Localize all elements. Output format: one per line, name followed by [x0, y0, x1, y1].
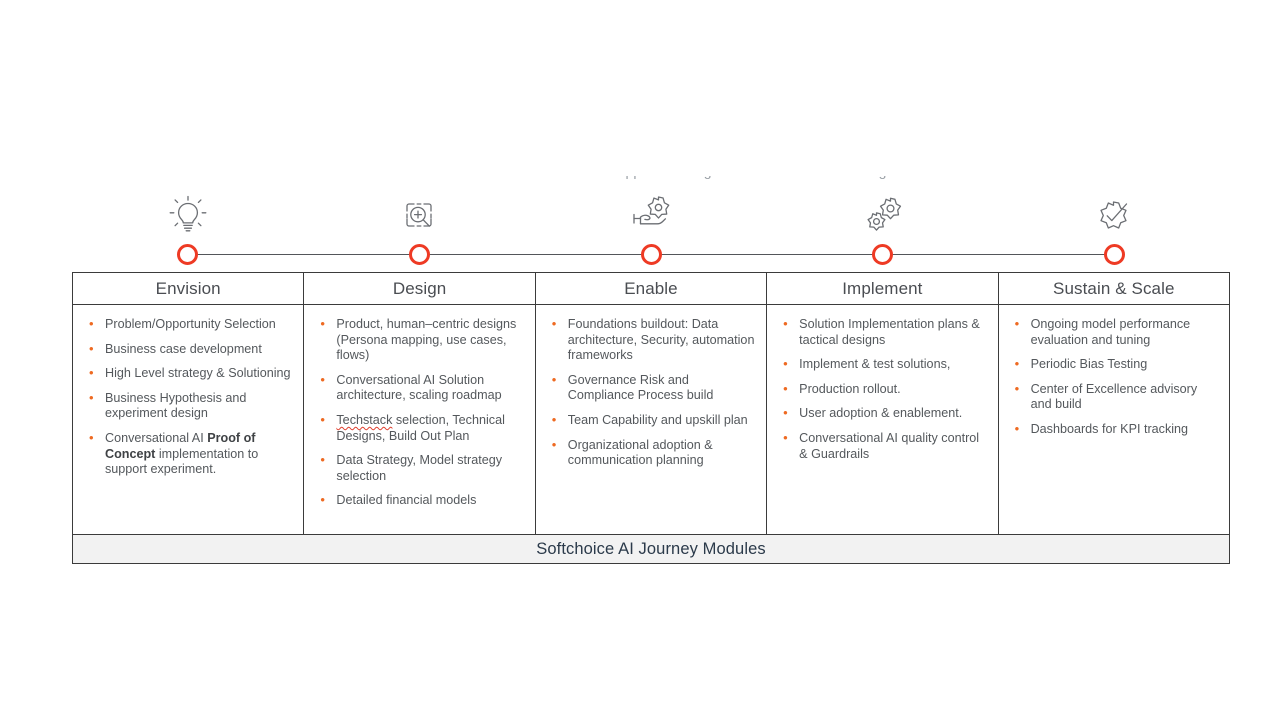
- stage-title: Enable: [624, 278, 678, 298]
- clipped-heading-fragment: clipped heading text: [612, 176, 739, 179]
- list-item: Team Capability and upskill plan: [546, 412, 756, 429]
- list-item: Techstack selection, Technical Designs, …: [314, 412, 524, 444]
- clipped-heading-fragment: fragment: [862, 176, 918, 179]
- table-body-row: Problem/Opportunity SelectionBusiness ca…: [71, 304, 1231, 562]
- stage-content-enable: Foundations buildout: Data architecture,…: [534, 304, 768, 562]
- bullet-list: Foundations buildout: Data architecture,…: [546, 316, 756, 469]
- list-item: Conversational AI Solution architecture,…: [314, 372, 524, 404]
- stage-title: Design: [392, 278, 447, 298]
- list-item: Ongoing model performance evaluation and…: [1009, 316, 1219, 348]
- footer-band: Softchoice AI Journey Modules: [72, 534, 1230, 564]
- list-item: High Level strategy & Solutioning: [83, 365, 293, 382]
- footer-label: Softchoice AI Journey Modules: [536, 539, 766, 558]
- list-item: Center of Excellence advisory and build: [1009, 381, 1219, 413]
- clipped-heading-fragment: Ghost: [402, 176, 440, 179]
- stage-title: Implement: [842, 278, 923, 298]
- list-item: User adoption & enablement.: [777, 405, 987, 422]
- list-item: Conversational AI Proof of Concept imple…: [83, 430, 293, 478]
- clipped-heading-row: Ghost clipped heading text fragment: [72, 176, 1230, 190]
- list-item: Foundations buildout: Data architecture,…: [546, 316, 756, 364]
- list-item: Solution Implementation plans & tactical…: [777, 316, 987, 348]
- double-gears-icon: [823, 190, 943, 242]
- ai-journey-table: Envision Design Enable Implement Sustain & S…: [71, 272, 1231, 562]
- magnifier-plus-selection-icon: [359, 190, 479, 242]
- list-item: Problem/Opportunity Selection: [83, 316, 293, 333]
- bullet-list: Ongoing model performance evaluation and…: [1009, 316, 1219, 438]
- table-header-row: Envision Design Enable Implement Sustain & S…: [71, 272, 1231, 305]
- stage-content-sustain-scale: Ongoing model performance evaluation and…: [997, 304, 1231, 562]
- bullet-list: Problem/Opportunity SelectionBusiness ca…: [83, 316, 293, 478]
- bullet-list: Product, human–centric designs (Persona …: [314, 316, 524, 509]
- list-item: Business case development: [83, 341, 293, 358]
- timeline-node-sustain-scale[interactable]: [1103, 244, 1125, 265]
- stage-content-implement: Solution Implementation plans & tactical…: [766, 304, 999, 562]
- stage-title: Envision: [155, 278, 221, 298]
- stage-content-envision: Problem/Opportunity SelectionBusiness ca…: [71, 304, 305, 562]
- list-item: Governance Risk and Compliance Process b…: [546, 372, 756, 404]
- timeline-node-design[interactable]: [408, 244, 430, 265]
- stage-header-design: Design: [303, 272, 536, 305]
- hand-gear-icon: [591, 190, 711, 242]
- spellcheck-word: Techstack: [336, 413, 393, 428]
- stage-header-sustain-scale: Sustain & Scale: [997, 272, 1231, 305]
- timeline-node-implement[interactable]: [872, 244, 894, 265]
- stage-icon-row: [72, 190, 1230, 242]
- list-item: Detailed financial models: [314, 493, 524, 509]
- stage-header-implement: Implement: [766, 272, 999, 305]
- list-item: Data Strategy, Model strategy selection: [314, 452, 524, 484]
- bullet-list: Solution Implementation plans & tactical…: [777, 316, 987, 462]
- list-item: Organizational adoption & communication …: [546, 437, 756, 469]
- list-item: Implement & test solutions,: [777, 356, 987, 373]
- list-item: Conversational AI quality control & Guar…: [777, 430, 987, 462]
- stage-content-design: Product, human–centric designs (Persona …: [303, 304, 536, 562]
- journey-timeline: [72, 242, 1230, 268]
- timeline-node-enable[interactable]: [640, 244, 662, 265]
- stage-header-enable: Enable: [534, 272, 768, 305]
- gear-check-icon: [1054, 190, 1174, 242]
- timeline-node-envision[interactable]: [177, 244, 199, 265]
- list-item: Periodic Bias Testing: [1009, 356, 1219, 373]
- list-item: Dashboards for KPI tracking: [1009, 421, 1219, 438]
- list-item: Business Hypothesis and experiment desig…: [83, 390, 293, 422]
- lightbulb-icon: [128, 190, 248, 242]
- list-item: Product, human–centric designs (Persona …: [314, 316, 524, 364]
- stage-header-envision: Envision: [71, 272, 305, 305]
- stage-title: Sustain & Scale: [1053, 278, 1175, 298]
- list-item: Production rollout.: [777, 381, 987, 398]
